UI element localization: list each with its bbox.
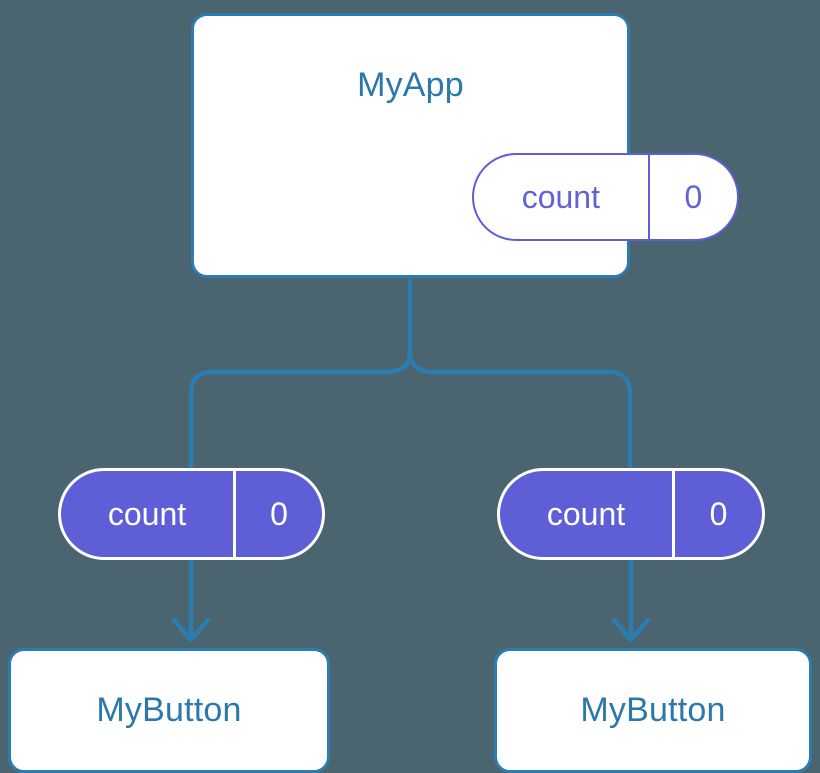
state-pill-value: 0 (233, 471, 322, 557)
component-label-mybutton: MyButton (580, 691, 726, 729)
component-label-myapp: MyApp (357, 66, 464, 104)
state-pill-value: 0 (672, 471, 762, 557)
component-box-mybutton-left[interactable]: MyButton (8, 648, 330, 773)
state-pill-child-right[interactable]: count 0 (497, 468, 765, 560)
prop-arrow-left (171, 559, 211, 643)
state-pill-myapp[interactable]: count 0 (472, 153, 739, 241)
prop-arrow-right (611, 559, 651, 643)
component-box-myapp[interactable]: MyApp count 0 (191, 13, 739, 278)
state-pill-child-left[interactable]: count 0 (58, 468, 325, 560)
state-pill-key: count (546, 495, 626, 532)
component-box-mybutton-right[interactable]: MyButton (494, 648, 812, 773)
state-pill-key: count (107, 495, 187, 532)
prop-flow-fork (188, 278, 633, 469)
state-pill-key: count (521, 178, 600, 215)
component-label-mybutton: MyButton (96, 691, 242, 729)
state-pill-value: 0 (647, 155, 737, 239)
